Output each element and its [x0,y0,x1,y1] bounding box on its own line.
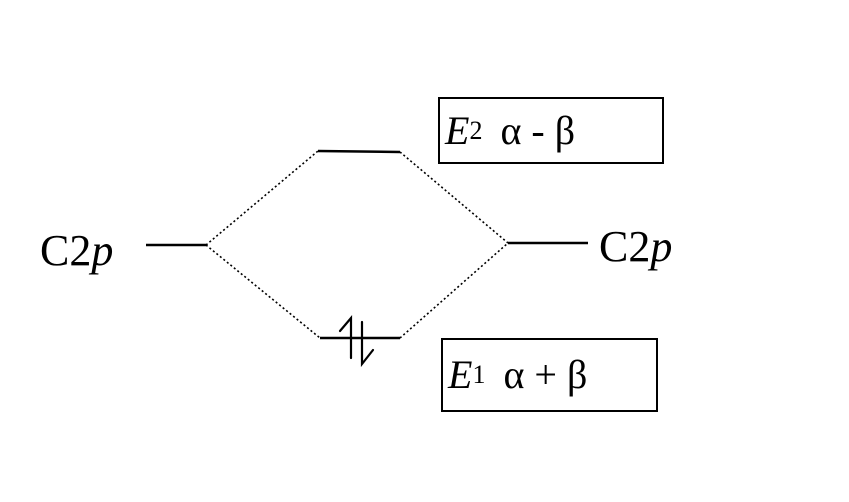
spin-up-arrow-icon [338,314,353,360]
spin-down-arrow-icon [360,320,375,368]
correlation-lines [205,150,509,339]
correlation-left-up [205,150,319,246]
right-atom-label: C2p [599,222,673,271]
correlation-right-down [399,242,509,339]
energy-symbol: E [448,352,473,397]
correlation-right-up [399,151,509,244]
energy-expression: α + β [503,352,588,397]
energy-symbol: E [445,107,470,153]
correlation-left-down [205,244,321,339]
energy-subscript: 2 [469,115,483,145]
energy-expression: α - β [500,107,576,153]
left-atom-label: C2p [40,226,114,275]
energy-subscript: 1 [472,360,486,389]
electron-pair [338,314,375,368]
antibonding-level [317,149,401,154]
